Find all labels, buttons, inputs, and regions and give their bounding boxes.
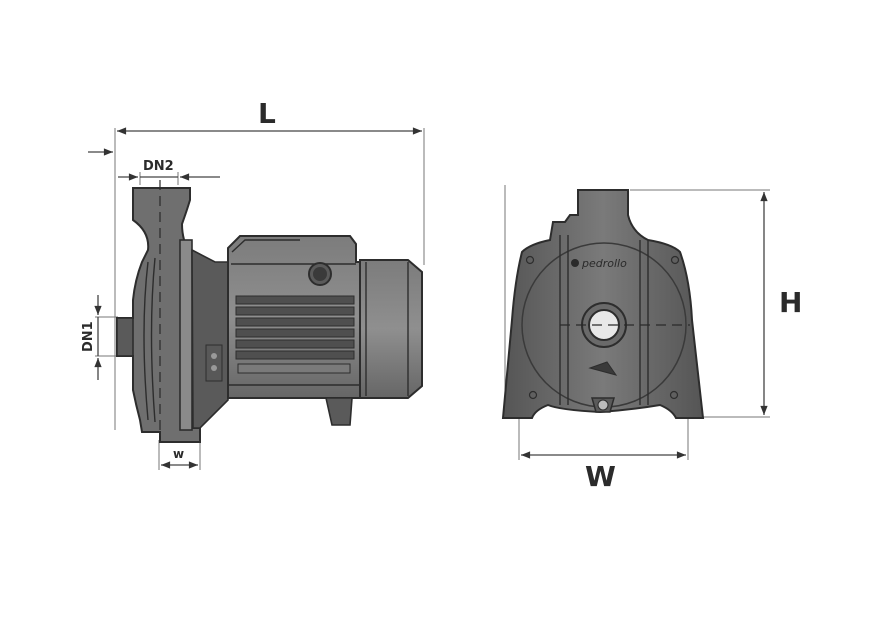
rotation-direction-icon xyxy=(588,361,618,376)
label-width: W xyxy=(585,460,616,493)
motor-housing xyxy=(227,235,361,426)
side-view: L DN2 DN1 w xyxy=(81,97,425,470)
dimension-width: W xyxy=(518,395,689,493)
label-length: L xyxy=(258,97,276,130)
inlet-port xyxy=(560,302,690,348)
label-foot-width: w xyxy=(173,447,184,461)
brand-logo: pedrollo xyxy=(581,257,627,270)
drain-plug-icon xyxy=(591,397,615,413)
fan-cover xyxy=(359,259,423,399)
label-inlet-diameter: DN1 xyxy=(81,321,96,352)
front-view: H W pedrollo xyxy=(501,185,802,493)
dimension-outlet: DN2 xyxy=(118,159,220,185)
bracket-bolts xyxy=(205,344,223,382)
motor-bracket xyxy=(191,248,229,429)
label-outlet-diameter: DN2 xyxy=(143,159,174,174)
motor-foot xyxy=(325,397,353,426)
dimension-inlet: DN1 xyxy=(81,295,118,380)
dimension-height: H xyxy=(630,189,802,418)
pump-casing xyxy=(116,180,201,443)
dimension-length: L xyxy=(114,97,425,430)
logo-icon xyxy=(571,259,579,267)
pump-front-body: pedrollo xyxy=(501,189,705,419)
cooling-fins xyxy=(235,295,355,374)
label-height: H xyxy=(779,286,802,319)
